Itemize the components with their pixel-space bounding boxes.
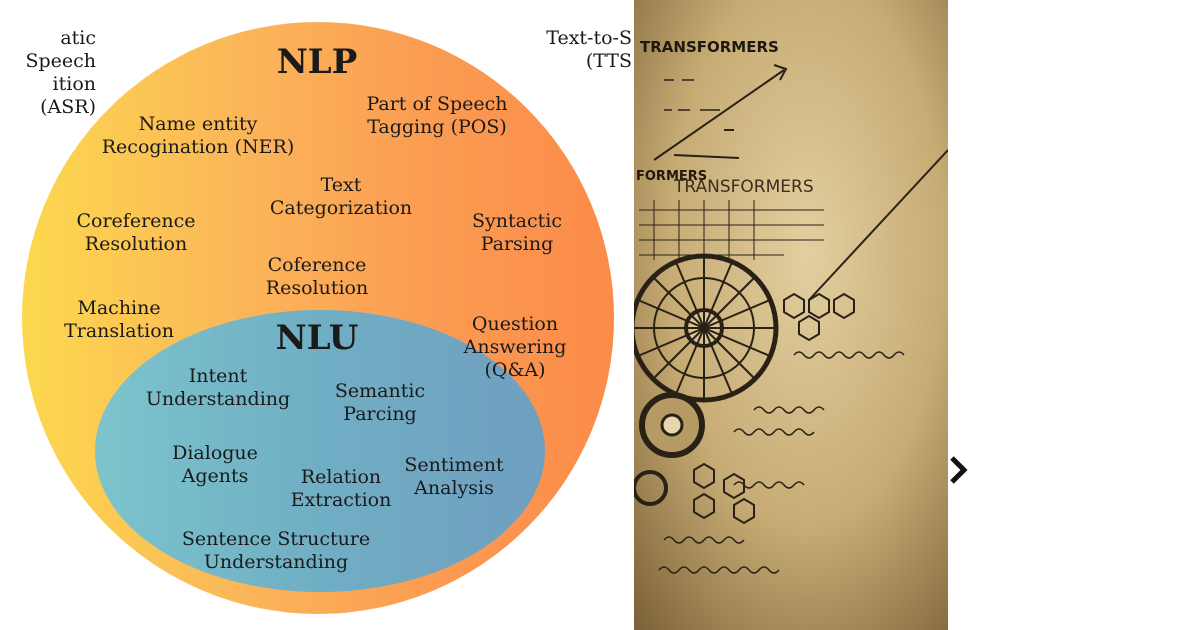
sentence-structure-label: Sentence Structure Understanding bbox=[181, 528, 371, 573]
dialogue-agents-label: Dialogue Agents bbox=[172, 442, 258, 487]
long-arrow bbox=[808, 149, 948, 301]
nlu-title: NLU bbox=[275, 318, 359, 358]
transformers-artwork: TRANSFORMERS FORMERS TRANSFORMERS bbox=[634, 0, 948, 630]
coreference-label: Coreference Resolution bbox=[76, 210, 196, 255]
pos-label: Part of Speech Tagging (POS) bbox=[366, 93, 508, 138]
nlu-ellipse bbox=[95, 310, 545, 592]
syntactic-parsing-label: Syntactic Parsing bbox=[472, 210, 562, 255]
artwork-heading-2: FORMERS bbox=[636, 169, 707, 184]
asr-label: atic Speech ition (ASR) bbox=[25, 27, 96, 118]
artwork-heading-1: TRANSFORMERS bbox=[640, 38, 779, 56]
ner-label: Name entity Recogination (NER) bbox=[101, 113, 295, 158]
coference-label: Coference Resolution bbox=[265, 254, 369, 299]
parchment-background bbox=[634, 0, 948, 630]
machine-translation-label: Machine Translation bbox=[64, 297, 174, 342]
sentiment-analysis-label: Sentiment Analysis bbox=[404, 454, 504, 499]
intent-label: Intent Understanding bbox=[145, 365, 291, 410]
chevron-right-icon bbox=[950, 456, 968, 484]
semantic-parsing-label: Semantic Parcing bbox=[334, 380, 426, 425]
artwork-heading-3: TRANSFORMERS bbox=[673, 177, 814, 197]
question-answering-label: Question Answering (Q&A) bbox=[463, 313, 567, 381]
text-categorization-label: Text Categorization bbox=[269, 174, 413, 219]
nlp-title: NLP bbox=[276, 42, 358, 82]
relation-extraction-label: Relation Extraction bbox=[290, 466, 392, 511]
tts-label: Text-to-S (TTS bbox=[546, 27, 632, 72]
